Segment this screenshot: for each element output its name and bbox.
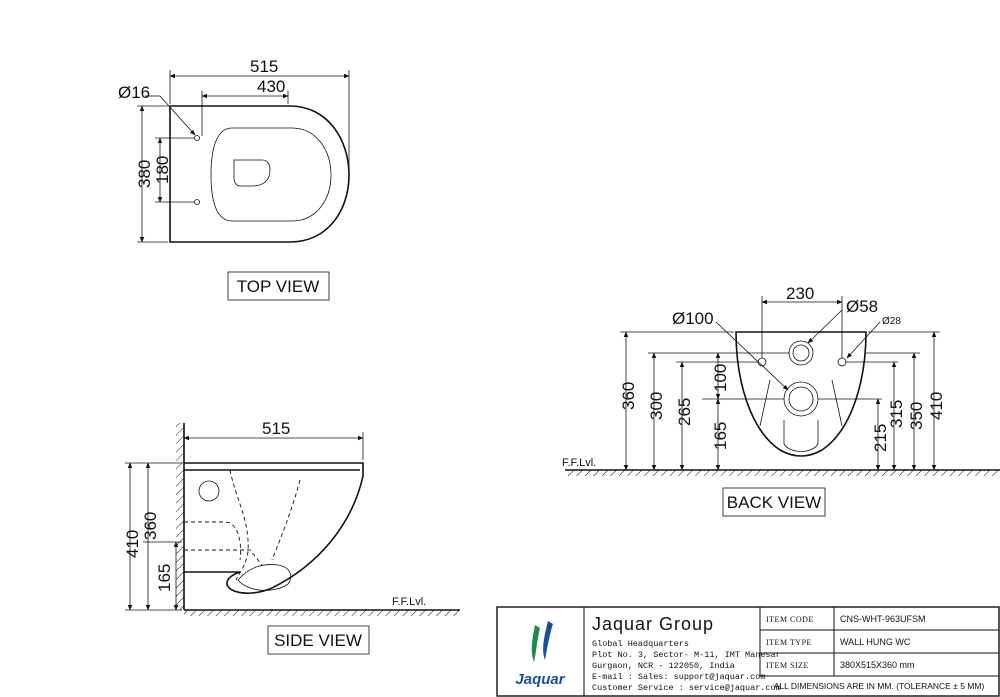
tolerance-note: ALL DIMENSIONS ARE IN MM. (TOLERANCE ± 5… [774,681,985,691]
top-view-label-box [227,271,330,301]
side-view-floor-hatch [184,610,460,616]
field-label-item-size: ITEM SIZE [766,661,809,670]
side-dim-410: 410 [123,530,142,558]
address-line-1: Global Headquarters [592,639,689,649]
address-line-2: Plot No. 3, Sector- M-11, IMT Manesar [592,650,781,660]
side-view-floor-label: F.F.Lvl. [392,596,426,608]
back-view-outlet-sleeve [783,420,819,452]
back-view: F.F.Lvl. 230 Ø58 Ø100 Ø28 360 300 265 [562,284,1000,517]
side-dim-515: 515 [262,419,290,438]
back-view-floor-hatch [565,470,1000,476]
side-dim-165: 165 [155,564,174,592]
back-view-label: BACK VIEW [727,493,821,512]
top-dim-hole-dia: Ø16 [118,83,150,102]
side-view: F.F.Lvl. 515 410 360 165 SIDE VIEW [123,419,460,655]
side-view-label-box [267,625,370,655]
side-view-outlet-spigot [237,564,292,591]
side-view-label: SIDE VIEW [274,631,362,650]
back-view-outline [735,331,867,457]
back-view-inlet-inner [792,344,810,362]
side-view-inlet [198,480,220,502]
back-view-floor-label: F.F.Lvl. [562,457,596,469]
field-label-item-code: ITEM CODE [766,615,814,624]
back-dim-outlet-dia: Ø100 [672,309,714,328]
top-view-outline [169,105,350,243]
side-view-bowl-dash [271,479,301,561]
logo-leaf-blue-icon [543,621,553,660]
back-view-outlet-inner [788,386,814,412]
top-view-bowl-opening [233,159,271,187]
back-dim-315: 315 [887,400,906,428]
back-dim-300: 300 [647,392,666,420]
back-view-ribs [759,379,843,427]
back-dim-inlet-dia: Ø58 [846,297,878,316]
field-value-item-code: CNS-WHT-963UFSM [840,614,926,624]
back-dim-265: 265 [675,398,694,426]
side-dim-360: 360 [141,512,160,540]
top-view-label: TOP VIEW [237,277,320,296]
jaquar-logo: Jaquar [515,621,566,688]
back-view-fixing-left [757,357,767,367]
title-block: Jaquar Jaquar Group Global Headquarters … [496,606,1000,697]
back-view-fixing-right [837,357,847,367]
side-view-outlet-dash [184,549,263,566]
address-line-4: E-mail : Sales: support@jaquar.com [592,672,765,682]
top-dim-515: 515 [250,57,278,76]
brand-wordmark: Jaquar [515,671,565,688]
side-view-outline [184,462,364,594]
back-view-label-box [722,487,826,517]
top-dim-380: 380 [135,160,154,188]
side-view-trap-dash [184,521,242,561]
top-dim-430: 430 [257,77,285,96]
side-view-wall-hatch [176,423,184,610]
top-view-fixing-hole-bottom [194,199,200,205]
field-value-item-size: 380X515X360 mm [840,660,915,670]
field-value-item-type: WALL HUNG WC [840,637,911,647]
back-dim-165: 165 [711,422,730,450]
back-dim-360: 360 [619,382,638,410]
side-view-trap-inner [229,469,249,581]
logo-leaf-green-icon [531,625,540,662]
top-view-fixing-hole-top [194,135,200,141]
company-name: Jaquar Group [592,614,714,634]
top-dim-180: 180 [153,156,172,184]
title-block-frame [496,606,1000,697]
back-dim-350: 350 [907,402,926,430]
back-dim-410: 410 [927,392,946,420]
back-dim-small-dia: Ø28 [882,316,901,327]
address-line-5: Customer Service : service@jaquar.com [592,683,781,693]
field-label-item-type: ITEM TYPE [766,638,812,647]
top-view: 515 430 380 180 Ø16 TOP VIEW [118,57,350,301]
back-dim-215: 215 [871,424,890,452]
back-dim-230: 230 [786,284,814,303]
top-view-seat-ring [210,127,332,222]
address-line-3: Gurgaon, NCR - 122050, India [592,661,735,671]
back-dim-100: 100 [711,364,730,392]
